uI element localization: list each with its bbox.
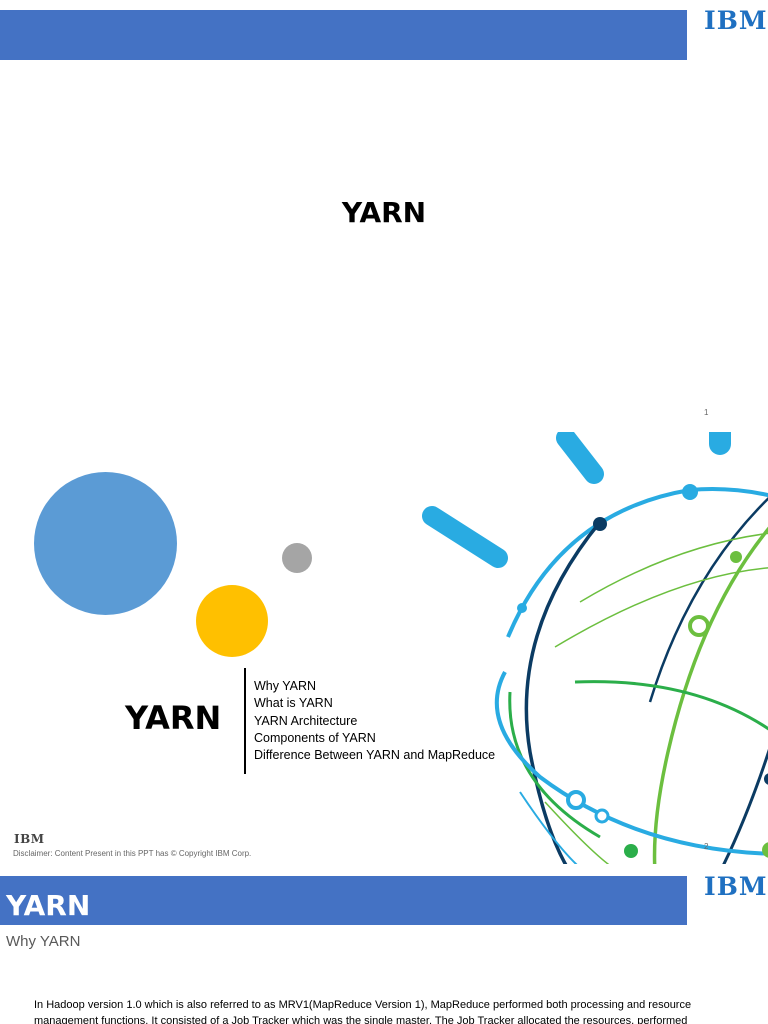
slide-title-text: YARN: [341, 196, 427, 229]
disclaimer-text: Disclaimer: Content Present in this PPT …: [13, 849, 252, 858]
globe-arc: [574, 680, 768, 731]
header-bar: [0, 876, 687, 925]
decorative-blue-circle: [34, 472, 177, 615]
globe-node: [517, 603, 527, 613]
section-subtitle: Why YARN: [6, 933, 81, 950]
globe-arc: [648, 497, 768, 703]
agenda-list: Why YARN What is YARN YARN Architecture …: [254, 678, 495, 764]
globe-arc: [494, 671, 768, 856]
globe-arc: [519, 791, 578, 864]
decorative-gray-circle: [282, 543, 312, 573]
globe-node: [593, 517, 607, 531]
ibm-logo: IBM: [704, 872, 768, 901]
globe-spoke: [709, 432, 731, 455]
slide-why-yarn: YARN IBM Why YARN In Hadoop version 1.0 …: [0, 864, 768, 1024]
globe-node: [730, 551, 742, 563]
globe-spoke: [422, 506, 508, 568]
page-number: 1: [704, 408, 709, 417]
globe-node: [682, 484, 698, 500]
agenda-item: Difference Between YARN and MapReduce: [254, 748, 496, 763]
agenda-heading: YARN: [125, 699, 222, 737]
globe-spoke: [556, 432, 604, 484]
globe-arc: [544, 801, 610, 864]
slide-title: IBM YARN 1: [0, 0, 768, 432]
agenda-item: What is YARN: [254, 696, 333, 711]
header-bar: [0, 10, 687, 60]
globe-node: [762, 842, 768, 858]
globe-arc: [652, 526, 768, 864]
section-title: YARN: [6, 889, 91, 922]
globe-node: [764, 773, 768, 785]
ibm-logo: IBM: [704, 6, 768, 35]
decorative-yellow-circle: [196, 585, 268, 657]
agenda-divider: [244, 668, 246, 774]
globe-arc: [554, 567, 768, 648]
ibm-globe-graphic: [422, 432, 768, 864]
globe-node: [566, 790, 586, 810]
globe-arc: [579, 532, 768, 603]
globe-arc: [722, 748, 768, 864]
globe-arc: [506, 487, 768, 638]
globe-node: [624, 844, 638, 858]
page-number: 2: [704, 842, 709, 851]
footer-ibm-logo: IBM: [14, 832, 45, 846]
body-paragraph: In Hadoop version 1.0 which is also refe…: [34, 999, 692, 1024]
agenda-item: YARN Architecture: [254, 713, 358, 728]
globe-arc: [508, 691, 601, 839]
slide-agenda: YARN Why YARN What is YARN YARN Architec…: [0, 432, 768, 864]
agenda-item: Components of YARN: [254, 730, 376, 745]
globe-node: [594, 808, 610, 824]
globe-node: [688, 615, 710, 637]
agenda-item: Why YARN: [254, 679, 317, 693]
